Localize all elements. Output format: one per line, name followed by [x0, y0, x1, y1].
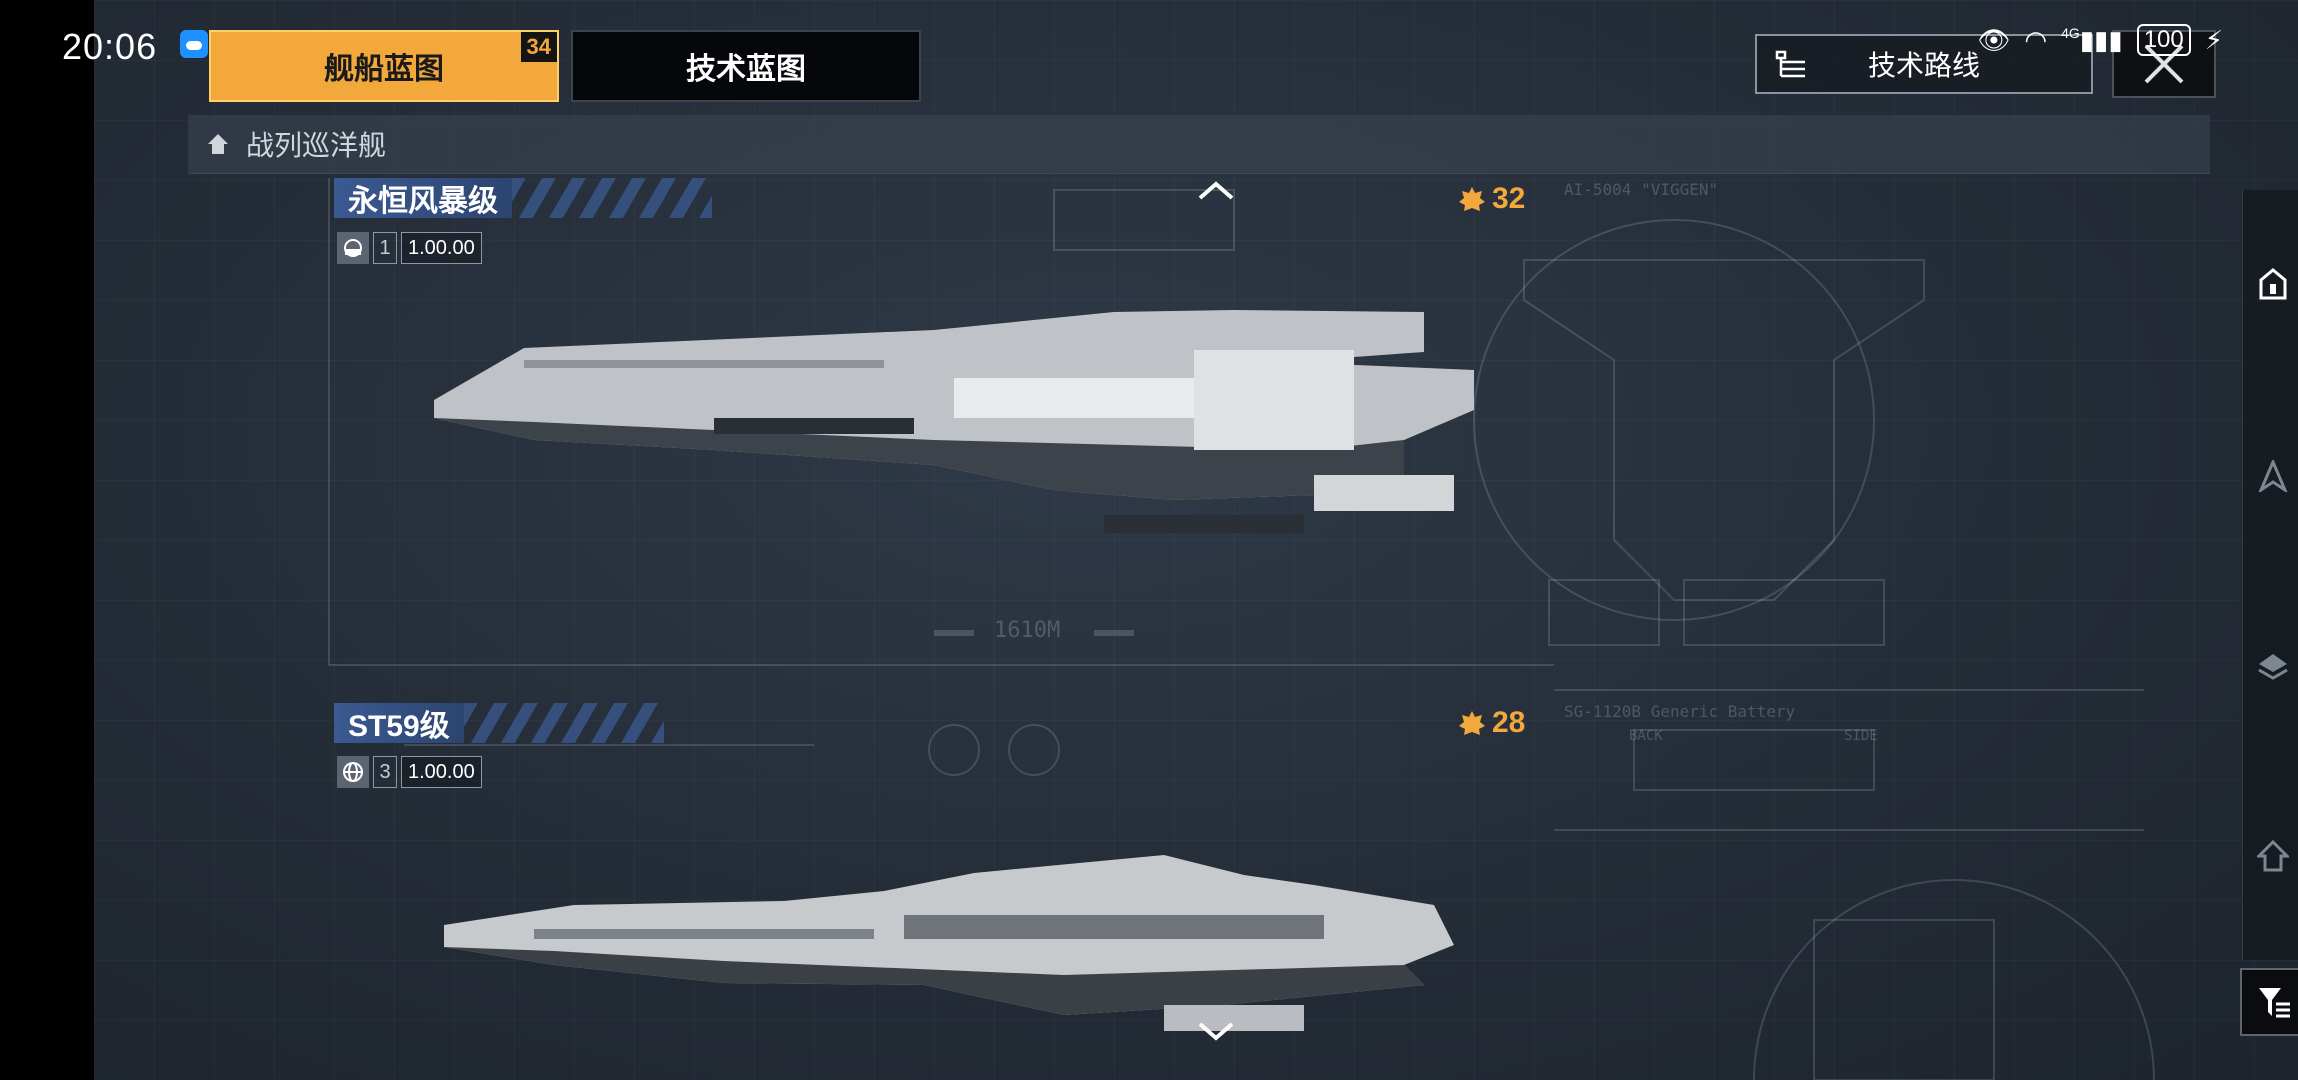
station-icon[interactable]: [2257, 840, 2289, 872]
title-stripes: [463, 703, 664, 743]
ship-version: 1.00.00: [401, 756, 482, 788]
length-label: 1610M: [994, 618, 1061, 643]
system-status-icons: 👁 ◠ 4G▮▮▮ 100 ⚡: [1977, 24, 2223, 56]
status-time: 20:06: [62, 26, 158, 67]
charging-icon: ⚡: [2204, 24, 2223, 55]
eye-icon: 👁: [1977, 24, 2011, 55]
ship-tier: 1: [373, 232, 397, 264]
ship-tier: 3: [373, 756, 397, 788]
ship-name: 永恒风暴级: [334, 178, 512, 218]
scroll-up-chevron-icon[interactable]: [1196, 178, 1236, 202]
command-point-icon: [1459, 187, 1485, 211]
wifi-icon: ◠: [2024, 24, 2048, 55]
title-stripes: [512, 178, 712, 218]
carrier-filter-icon[interactable]: [2257, 268, 2289, 300]
battlecruiser-class-icon: [208, 134, 228, 154]
tab-ship-blueprint[interactable]: 舰船蓝图 34: [209, 30, 559, 102]
cost-value: 32: [1492, 182, 1526, 215]
ship-card-st59[interactable]: ST59级: [334, 703, 664, 743]
layer-icon[interactable]: [2257, 650, 2289, 682]
frigate-filter-icon[interactable]: [2257, 460, 2289, 492]
cost-value: 28: [1492, 706, 1526, 739]
category-bar[interactable]: 战列巡洋舰: [188, 115, 2210, 174]
ship-name: ST59级: [334, 703, 464, 743]
tab-ship-blueprint-label: 舰船蓝图: [324, 53, 444, 86]
ship-meta-st59: 3 1.00.00: [337, 756, 482, 788]
top-tabs: 舰船蓝图 34 技术蓝图: [209, 30, 921, 102]
tech-route-label: 技术路线: [1867, 50, 1980, 81]
ship-meta-eternal-storm: 1 1.00.00: [337, 232, 482, 264]
ship-version: 1.00.00: [401, 232, 482, 264]
spec-label-bottom: SG-1120B Generic Battery: [1564, 702, 1796, 721]
spec-label-top: AI-5004 "VIGGEN": [1564, 180, 1719, 199]
battery-icon: 100: [2136, 24, 2191, 56]
globe-icon: [337, 756, 369, 788]
tab-tech-blueprint-label: 技术蓝图: [686, 53, 806, 86]
ship-cost-eternal-storm: 32: [1458, 182, 1525, 216]
ship-image-st59[interactable]: [424, 855, 1544, 1035]
category-label: 战列巡洋舰: [246, 130, 387, 161]
side-view-label: SIDE: [1844, 728, 1878, 744]
signal-icon: 4G▮▮▮: [2061, 24, 2123, 55]
filter-button[interactable]: [2240, 968, 2298, 1036]
ship-image-eternal-storm[interactable]: [414, 290, 1534, 550]
ship-type-sidebar: [2242, 190, 2298, 960]
blueprint-screen: 1610M AI-5004 "VIGGEN" SG-1120B Generic …: [94, 0, 2298, 1080]
tab-tech-blueprint[interactable]: 技术蓝图: [571, 30, 921, 102]
tech-tree-icon: [1775, 50, 1805, 78]
weather-app-icon: [180, 30, 208, 58]
close-button[interactable]: [2112, 30, 2216, 98]
tech-route-button[interactable]: 技术路线: [1755, 34, 2093, 94]
ship-blueprint-count-badge: 34: [520, 32, 557, 62]
back-view-label: BACK: [1629, 728, 1663, 744]
close-icon: [2144, 44, 2184, 84]
command-point-icon: [1459, 711, 1485, 735]
faction-icon: [337, 232, 369, 264]
filter-icon: [2259, 988, 2290, 1018]
ship-cost-st59: 28: [1458, 706, 1525, 740]
blueprint-background: [328, 178, 2155, 1080]
ship-card-eternal-storm[interactable]: 永恒风暴级: [334, 178, 712, 218]
scroll-down-chevron-icon[interactable]: [1196, 1020, 1236, 1044]
